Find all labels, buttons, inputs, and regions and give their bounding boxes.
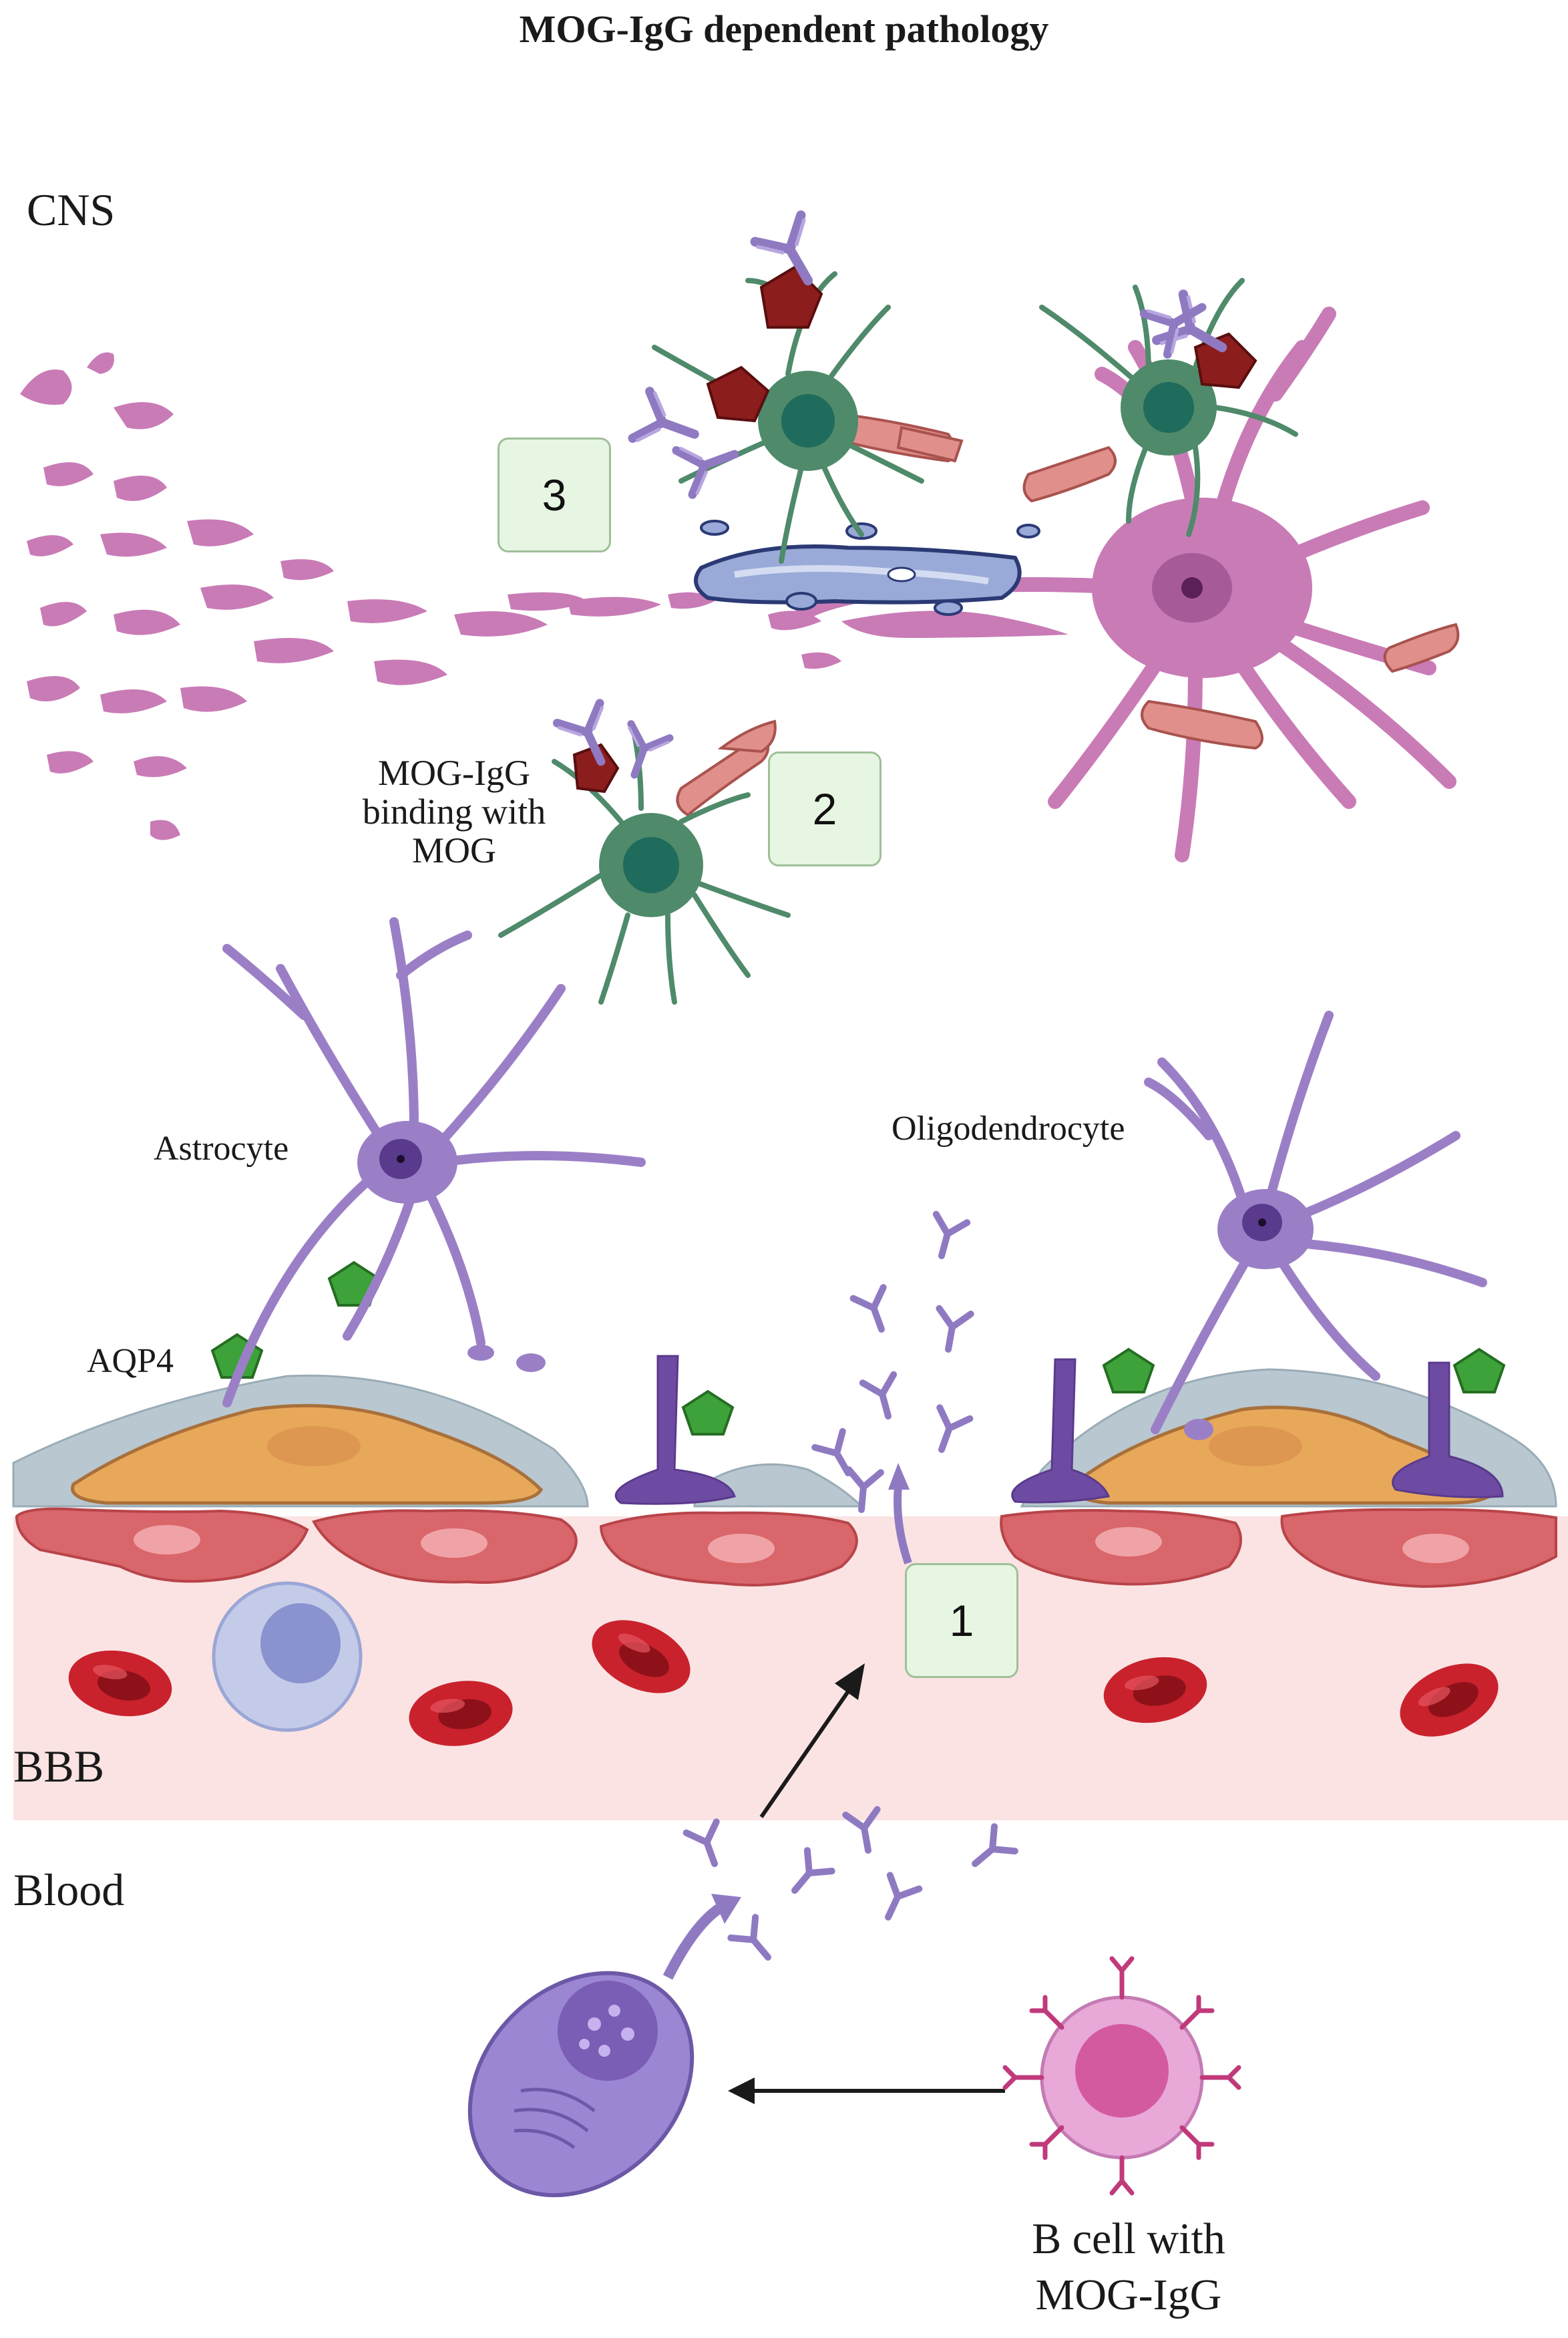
axon-fragments bbox=[20, 352, 1068, 840]
b-cell-label-line1: B cell with bbox=[1032, 2214, 1225, 2263]
step-box-3: 3 bbox=[498, 438, 611, 552]
mog-binding-label: MOG-IgG binding with MOG bbox=[347, 754, 561, 870]
b-cell-label-line2: MOG-IgG bbox=[1035, 2271, 1222, 2319]
astrocyte-endfeet bbox=[614, 1355, 1504, 1505]
figure-title: MOG-IgG dependent pathology bbox=[519, 7, 1049, 51]
astrocyte-left bbox=[222, 917, 646, 1407]
myelin-debris bbox=[676, 412, 1460, 817]
step-box-1: 1 bbox=[905, 1563, 1018, 1678]
mog-binding-label-line2: binding with bbox=[362, 792, 546, 832]
oligodendrocyte-label: Oligodendrocyte bbox=[892, 1110, 1125, 1148]
plasma-cell bbox=[467, 1971, 695, 2198]
arrows bbox=[662, 1463, 1005, 2104]
neuron bbox=[794, 307, 1456, 862]
region-label-cns: CNS bbox=[27, 184, 116, 235]
endothelium-nuclei bbox=[134, 1525, 1469, 1563]
region-label-blood: Blood bbox=[13, 1864, 125, 1915]
mog-binding-label-line1: MOG-IgG bbox=[378, 753, 530, 793]
myelin-damaged bbox=[694, 520, 1040, 616]
region-label-bbb: BBB bbox=[13, 1741, 105, 1792]
b-cell-label: B cell with MOG-IgG bbox=[962, 2211, 1296, 2323]
leukocyte bbox=[212, 1581, 363, 1732]
aqp4-label: AQP4 bbox=[87, 1342, 174, 1380]
mog-binding-label-line3: MOG bbox=[411, 830, 496, 870]
b-cell bbox=[1002, 1956, 1241, 2196]
astrocyte-label: Astrocyte bbox=[154, 1130, 289, 1168]
step-box-2: 2 bbox=[768, 752, 881, 866]
